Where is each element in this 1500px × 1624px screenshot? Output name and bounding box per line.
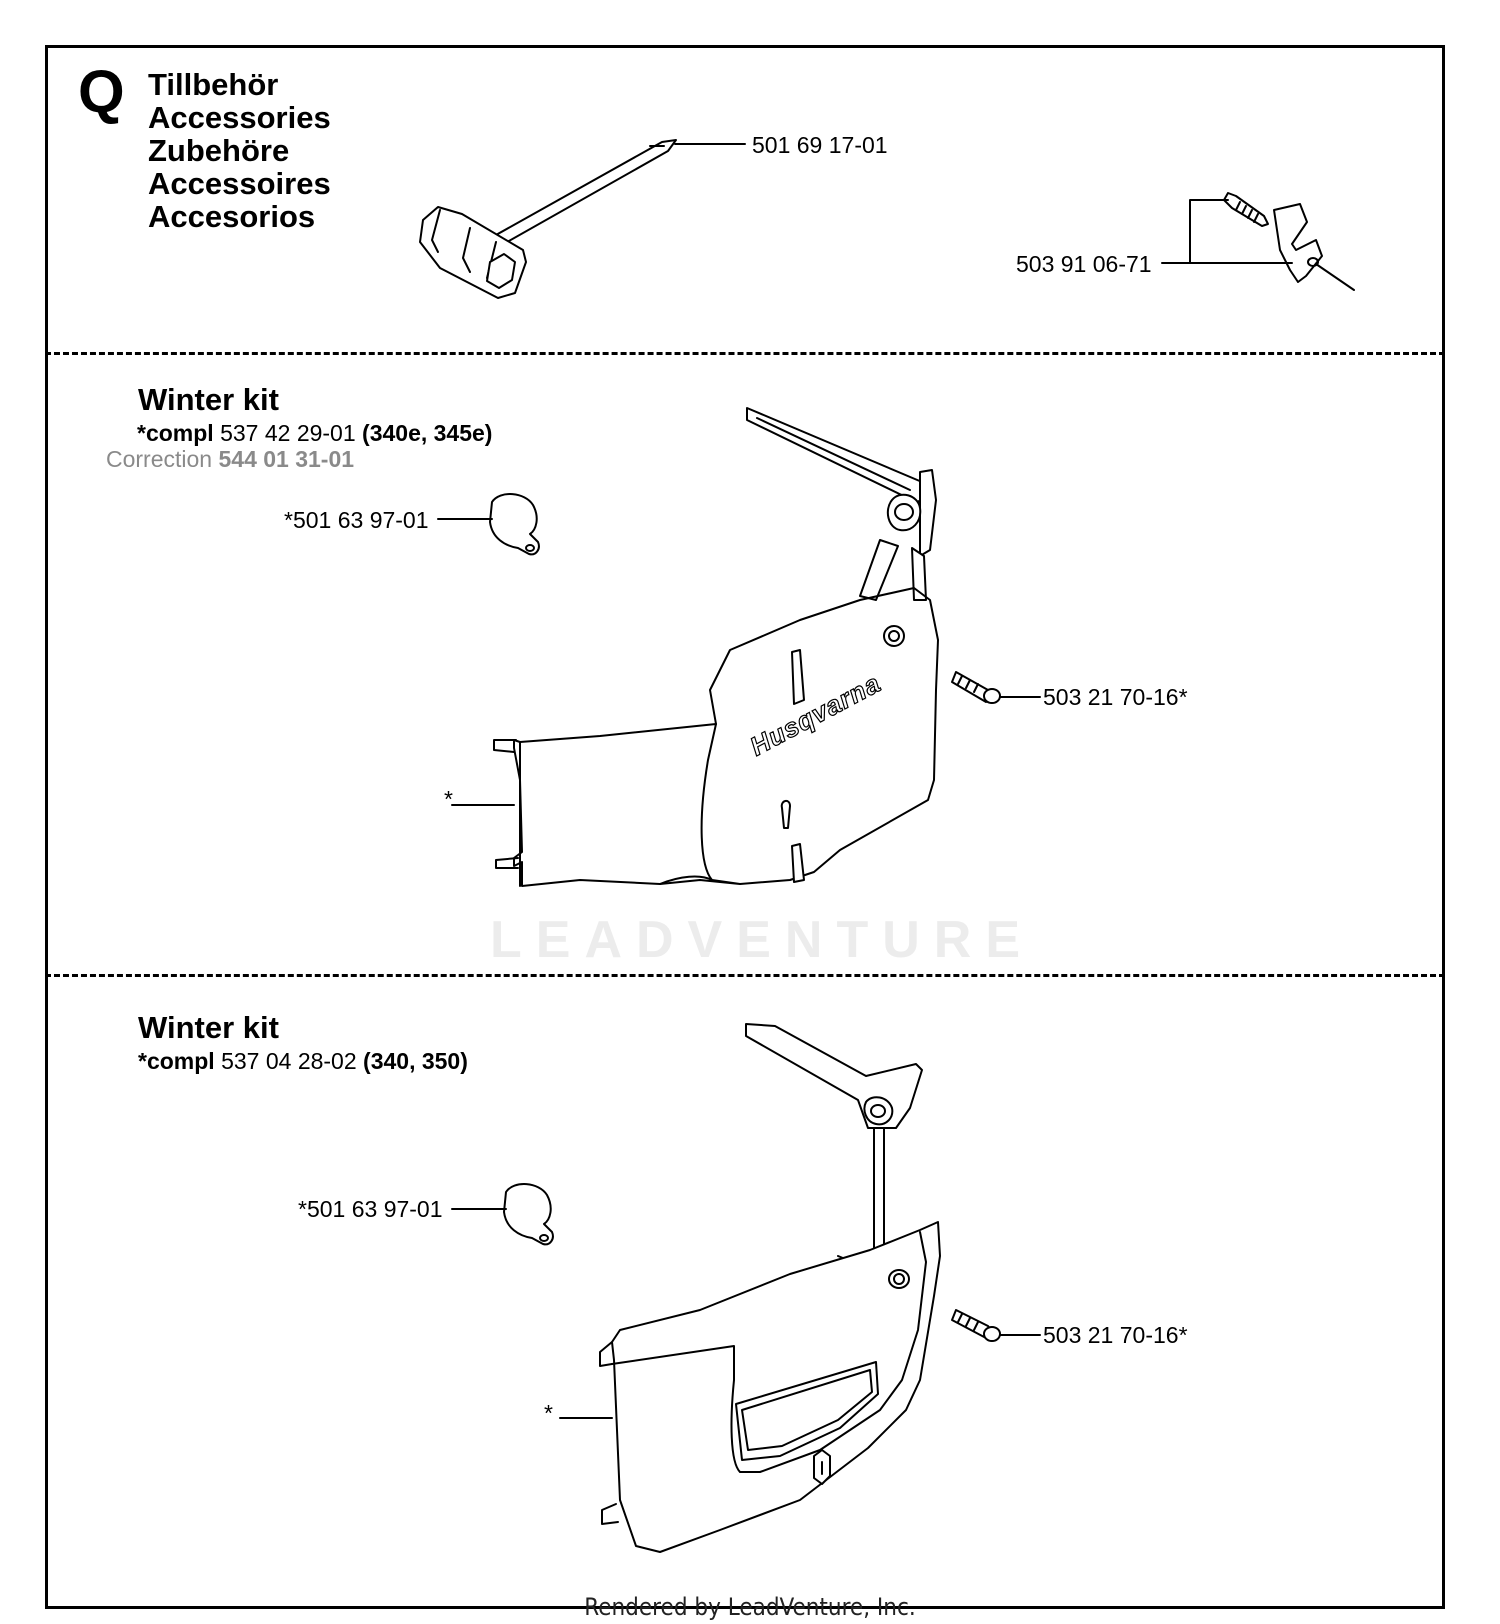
- kit1-correction-line: Correction 544 01 31-01: [106, 446, 354, 473]
- title-german: Zubehöre: [148, 133, 290, 168]
- wrench-part-number[interactable]: 501 69 17-01: [752, 132, 888, 158]
- kit1-compl-number[interactable]: 537 42 29-01: [213, 420, 363, 446]
- title-swedish: Tillbehör: [148, 67, 279, 102]
- kit2-screw-part-number[interactable]: 503 21 70-16*: [1043, 1322, 1188, 1348]
- watermark: LEADVENTURE: [490, 911, 1035, 969]
- kit2-cover-illustration: [559, 1023, 1041, 1553]
- kit2-title: Winter kit: [138, 1010, 279, 1045]
- kit2-compl-number[interactable]: 537 04 28-02: [214, 1048, 364, 1074]
- kit1-title: Winter kit: [138, 382, 279, 417]
- title-english: Accessories: [148, 100, 331, 135]
- kit1-plug-illustration: [437, 493, 540, 556]
- diagram-frame: [45, 45, 1445, 1609]
- kit2-plug-illustration: [451, 1183, 554, 1246]
- wrench-illustration: [419, 139, 746, 299]
- kit1-compl-models: (340e, 345e): [362, 420, 493, 446]
- clip-part-number[interactable]: 503 91 06-71: [1016, 251, 1152, 277]
- kit2-compl-models: (340, 350): [363, 1048, 468, 1074]
- kit2-compl-prefix: *compl: [138, 1048, 215, 1074]
- clip-illustration: [1161, 192, 1355, 291]
- section-divider-1: [45, 352, 1445, 355]
- kit1-compl-prefix: *compl: [137, 420, 214, 446]
- kit1-plug-part-number[interactable]: *501 63 97-01: [284, 507, 429, 533]
- kit1-screw-part-number[interactable]: 503 21 70-16*: [1043, 684, 1188, 710]
- section-divider-2: [45, 974, 1445, 977]
- kit1-correction-label: Correction: [106, 446, 219, 472]
- kit2-compl-line: *compl 537 04 28-02 (340, 350): [138, 1048, 468, 1075]
- title-french: Accessoires: [148, 166, 331, 201]
- footer-credit: Rendered by LeadVenture, Inc.: [584, 1593, 916, 1621]
- kit2-plug-part-number[interactable]: *501 63 97-01: [298, 1196, 443, 1222]
- kit1-correction-number[interactable]: 544 01 31-01: [218, 446, 355, 472]
- section-letter: Q: [78, 58, 125, 125]
- title-spanish: Accesorios: [148, 199, 316, 234]
- kit1-compl-line: *compl 537 42 29-01 (340e, 345e): [137, 420, 492, 447]
- kit2-cover-marker: *: [544, 1400, 553, 1426]
- kit1-cover-marker: *: [444, 786, 453, 812]
- kit1-cover-illustration: [451, 407, 1041, 887]
